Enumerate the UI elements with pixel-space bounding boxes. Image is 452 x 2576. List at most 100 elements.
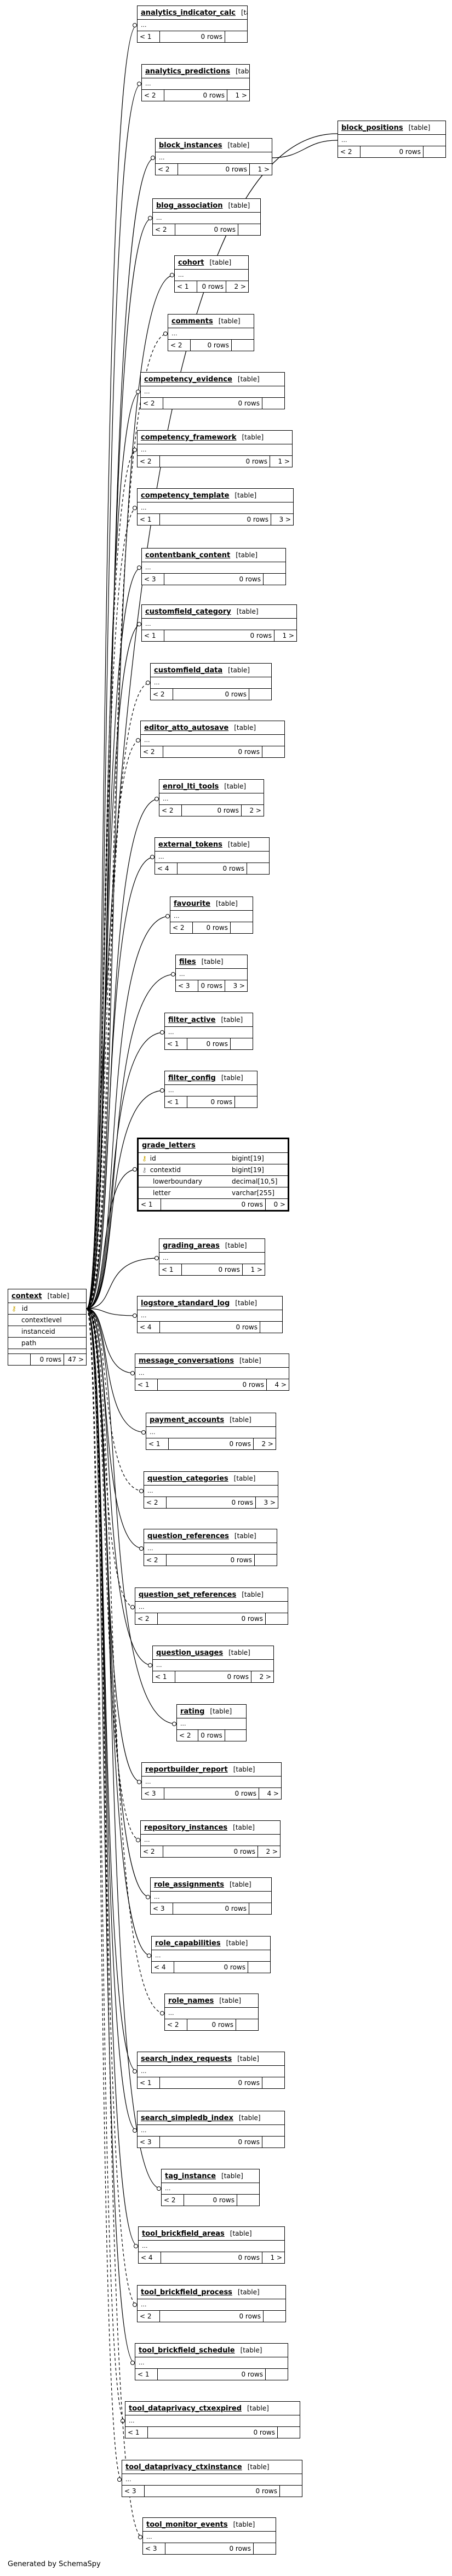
children-nav-link[interactable]: 1 > bbox=[278, 458, 290, 465]
children-nav-link[interactable] bbox=[262, 746, 284, 757]
table-tool-dataprivacy-ctxinstance[interactable]: tool_dataprivacy_ctxinstance[table]...< … bbox=[122, 2460, 302, 2497]
parents-nav-link[interactable]: < 2 bbox=[338, 146, 361, 157]
parents-nav-link[interactable]: < 1 bbox=[139, 1199, 161, 1210]
children-nav-link[interactable]: 1 > bbox=[258, 165, 270, 173]
parents-nav-link[interactable]: < 3 bbox=[143, 2543, 165, 2554]
children-nav-link[interactable]: 4 > bbox=[267, 1790, 279, 1797]
parents-nav-link[interactable]: < 1 bbox=[138, 514, 160, 525]
children-nav-link[interactable] bbox=[280, 2486, 302, 2497]
children-nav-link[interactable] bbox=[266, 1613, 288, 1624]
children-nav-link[interactable]: 1 > bbox=[250, 1266, 262, 1273]
children-nav-link[interactable] bbox=[266, 2369, 288, 2380]
children-nav-link[interactable]: 1 > bbox=[270, 2254, 282, 2261]
parents-nav-link[interactable]: < 3 bbox=[176, 980, 198, 991]
table-block-positions[interactable]: block_positions[table] ... < 2 0 rows bbox=[337, 121, 446, 158]
children-nav-link[interactable] bbox=[262, 398, 284, 409]
children-nav-link[interactable] bbox=[231, 1038, 253, 1049]
table-tool-dataprivacy-ctxexpired[interactable]: tool_dataprivacy_ctxexpired[table]...< 1… bbox=[125, 2401, 300, 2438]
children-nav-link[interactable] bbox=[247, 863, 269, 874]
children-nav-link[interactable] bbox=[249, 1903, 271, 1914]
children-nav-link[interactable]: 2 > bbox=[266, 1848, 278, 1855]
parents-nav-link[interactable]: < 4 bbox=[152, 1962, 174, 1973]
parents-nav-link[interactable]: < 3 bbox=[122, 2486, 145, 2497]
parents-nav-link[interactable]: < 1 bbox=[159, 1264, 182, 1275]
parents-nav-link[interactable]: < 1 bbox=[142, 630, 164, 641]
parents-nav-link[interactable]: < 3 bbox=[138, 2137, 160, 2147]
parents-nav-link[interactable]: < 3 bbox=[151, 1903, 173, 1914]
children-nav-link[interactable]: 2 > bbox=[261, 1440, 273, 1448]
children-nav-link[interactable]: 0 > bbox=[273, 1201, 285, 1208]
children-nav-link[interactable] bbox=[235, 1096, 257, 1107]
parents-nav-link[interactable]: < 1 bbox=[165, 1096, 187, 1107]
children-nav-link[interactable]: 47 > bbox=[67, 1356, 84, 1363]
children-nav-link[interactable]: 2 > bbox=[259, 1673, 271, 1681]
children-nav-link[interactable]: 2 > bbox=[234, 283, 246, 290]
children-nav-link[interactable]: 3 > bbox=[279, 516, 291, 523]
children-nav-link[interactable]: 1 > bbox=[282, 632, 294, 639]
parents-nav-link[interactable]: < 2 bbox=[153, 224, 175, 235]
parents-nav-link[interactable]: < 1 bbox=[135, 1379, 158, 1390]
children-nav-link[interactable] bbox=[232, 340, 254, 351]
parents-nav-link[interactable]: < 1 bbox=[135, 2369, 158, 2380]
parents-nav-link[interactable]: < 3 bbox=[142, 1788, 164, 1799]
parents-nav-link[interactable]: < 2 bbox=[142, 90, 164, 101]
table-analytics-predictions[interactable]: analytics_predictions[table]...< 20 rows… bbox=[141, 64, 250, 101]
parents-nav-link[interactable]: < 2 bbox=[141, 1846, 163, 1857]
children-nav-link[interactable]: 1 > bbox=[235, 92, 247, 99]
children-nav-link[interactable]: 3 > bbox=[233, 982, 245, 990]
parents-nav-link[interactable]: < 2 bbox=[144, 1497, 167, 1508]
parents-nav-link[interactable]: < 1 bbox=[153, 1671, 175, 1682]
parents-nav-link[interactable]: < 4 bbox=[138, 1322, 160, 1333]
parents-nav-link[interactable]: < 2 bbox=[138, 2311, 160, 2322]
children-nav-link[interactable] bbox=[254, 2543, 276, 2554]
children-nav-link[interactable] bbox=[236, 2019, 258, 2030]
parents-nav-link[interactable]: < 2 bbox=[170, 922, 193, 933]
children-nav-link[interactable] bbox=[225, 1730, 246, 1741]
children-nav-link[interactable] bbox=[238, 224, 260, 235]
parents-nav-link[interactable]: < 2 bbox=[151, 689, 173, 700]
children-nav-link[interactable] bbox=[424, 146, 445, 157]
parents-nav-link[interactable]: < 1 bbox=[125, 2427, 148, 2438]
parents-nav-link[interactable]: < 3 bbox=[142, 574, 164, 585]
children-nav-link[interactable] bbox=[248, 1962, 270, 1973]
parents-nav-link[interactable]: < 2 bbox=[177, 1730, 199, 1741]
children-nav-link[interactable] bbox=[237, 2195, 259, 2206]
children-nav-link[interactable] bbox=[260, 1322, 282, 1333]
parents-nav-link[interactable]: < 2 bbox=[135, 1613, 158, 1624]
parents-nav-link[interactable]: < 2 bbox=[144, 1555, 167, 1566]
children-nav-link[interactable] bbox=[255, 1555, 277, 1566]
parents-nav-link[interactable]: < 2 bbox=[159, 805, 182, 816]
parents-nav-link[interactable]: < 2 bbox=[156, 164, 178, 175]
children-nav-link[interactable]: 3 > bbox=[264, 1499, 276, 1506]
children-nav-link[interactable] bbox=[262, 2077, 284, 2088]
children-nav-link[interactable]: 4 > bbox=[274, 1381, 287, 1389]
table-analytics-indicator-calc[interactable]: analytics_indicator_calc[table]...< 10 r… bbox=[137, 5, 248, 43]
parents-nav-link[interactable]: < 2 bbox=[168, 340, 191, 351]
